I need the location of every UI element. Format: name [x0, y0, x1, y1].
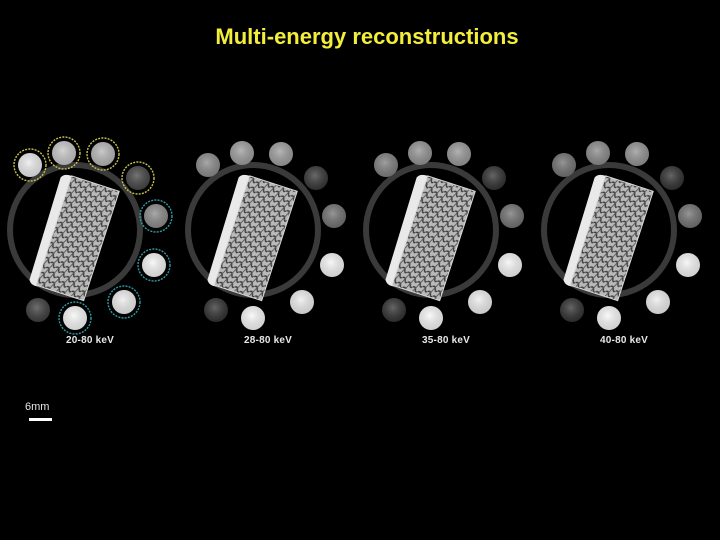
scale-bar-label: 6mm [25, 401, 50, 413]
energy-range-label: 40-80 keV [600, 335, 648, 346]
ct-slice-image [541, 141, 702, 330]
vial-highlight-circle [86, 137, 120, 171]
vial-highlight-circle [47, 136, 81, 170]
ct-slice-image [185, 141, 346, 330]
reconstruction-panel: 40-80 keV [534, 130, 714, 355]
vial-highlight-circle [107, 285, 141, 319]
slide-title: Multi-energy reconstructions [215, 24, 519, 49]
energy-range-label: 20-80 keV [66, 335, 114, 346]
bone-sample [207, 174, 298, 302]
reconstruction-panel: 20-80 keV [0, 130, 180, 355]
bone-sample [29, 174, 120, 302]
vial-highlight-circle [137, 248, 171, 282]
vial-highlight-circle [58, 301, 92, 335]
energy-range-label: 28-80 keV [244, 335, 292, 346]
bone-sample [563, 174, 654, 302]
ct-slice-image [363, 141, 524, 330]
vial-highlight-circle [13, 148, 47, 182]
scale-bar [29, 418, 52, 421]
energy-range-label: 35-80 keV [422, 335, 470, 346]
bone-sample [385, 174, 476, 302]
reconstruction-panel: 28-80 keV [178, 130, 358, 355]
ct-slice-image [7, 136, 173, 335]
vial-highlight-circle [121, 161, 155, 195]
vial-highlight-circle [139, 199, 173, 233]
reconstruction-panel: 35-80 keV [356, 130, 536, 355]
